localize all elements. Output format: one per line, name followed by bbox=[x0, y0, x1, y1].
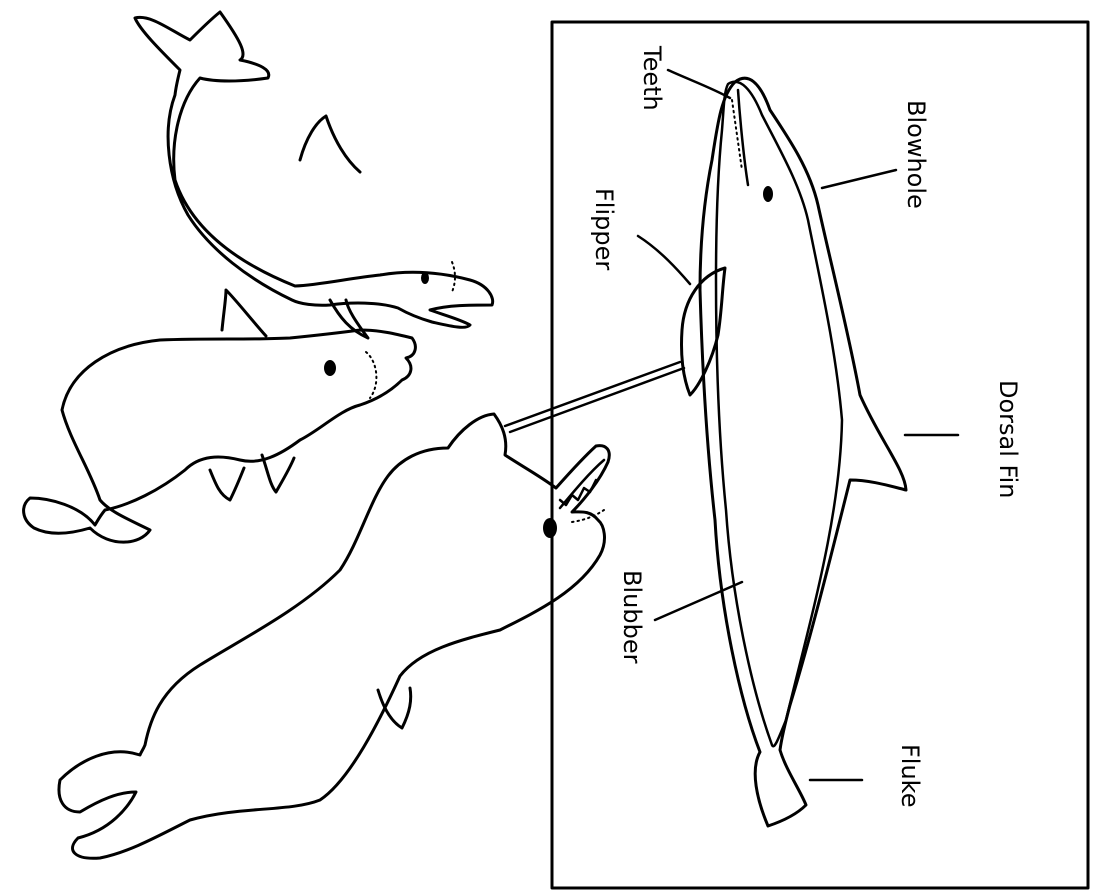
dolphin-top-left bbox=[133, 10, 495, 340]
labeled-dolphin bbox=[680, 76, 908, 828]
label-fluke: Fluke bbox=[896, 744, 924, 808]
leader-lines bbox=[636, 68, 960, 782]
labeled-dolphin-frame bbox=[550, 20, 1090, 890]
label-flipper: Flipper bbox=[590, 188, 618, 270]
label-teeth: Teeth bbox=[638, 45, 666, 111]
label-blubber: Blubber bbox=[618, 570, 646, 664]
labels: Teeth Blowhole Flipper Dorsal Fin Blubbe… bbox=[590, 45, 1022, 808]
pointer-stick bbox=[503, 360, 686, 434]
label-blowhole: Blowhole bbox=[902, 100, 930, 209]
label-dorsal-fin: Dorsal Fin bbox=[994, 380, 1022, 498]
dolphin-middle-left bbox=[22, 288, 417, 544]
dolphin-bottom-left bbox=[57, 412, 611, 860]
